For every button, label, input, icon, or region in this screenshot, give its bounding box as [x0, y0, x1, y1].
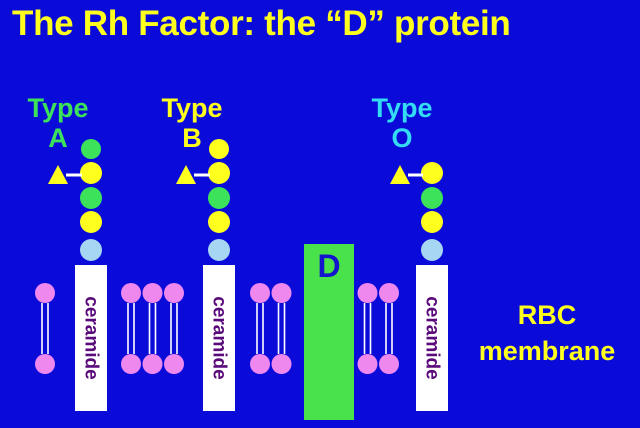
ceramide-anchor-a: ceramide	[75, 265, 107, 411]
lipid-head	[142, 283, 163, 303]
lipid-head	[379, 283, 399, 303]
ceramide-anchor-b: ceramide	[203, 265, 235, 411]
page-title: The Rh Factor: the “D” protein	[12, 4, 511, 43]
type-a-label: Type A	[3, 93, 113, 153]
membrane-label-line-2: membrane	[478, 336, 616, 366]
lipid-head	[164, 283, 184, 303]
lipid-head	[250, 283, 270, 303]
ceramide-label-b: ceramide	[209, 296, 230, 379]
lipid-tails	[41, 303, 393, 354]
lipid-head	[142, 354, 163, 374]
lipid-head	[271, 283, 292, 303]
lipid-head	[379, 354, 399, 374]
lipid-head	[250, 354, 270, 374]
triangle-sugar-icon	[390, 165, 410, 184]
rh-d-protein: D	[304, 244, 354, 420]
glycan-chain-b	[176, 139, 230, 261]
glycan-chain-o	[390, 162, 443, 261]
ceramide-anchor-o: ceramide	[416, 265, 448, 411]
d-protein-label: D	[317, 248, 340, 284]
type-a-word: Type	[27, 93, 89, 123]
triangle-sugar-icon	[48, 165, 68, 184]
lipid-head	[357, 283, 378, 303]
lipid-head	[121, 283, 141, 303]
lipid-head	[35, 354, 55, 374]
type-b-label: Type B	[137, 93, 247, 153]
type-a-letter: A	[48, 123, 68, 153]
type-o-letter: O	[391, 123, 413, 153]
lipid-head	[271, 354, 292, 374]
ceramide-label-o: ceramide	[422, 296, 443, 379]
type-o-word: Type	[371, 93, 433, 123]
lipid-head	[357, 354, 378, 374]
lipid-head	[164, 354, 184, 374]
lipid-heads	[35, 283, 399, 374]
membrane-label-line-1: RBC	[517, 300, 577, 330]
triangle-sugar-icon	[176, 165, 196, 184]
type-b-word: Type	[161, 93, 223, 123]
lipid-head	[35, 283, 55, 303]
ceramide-label-a: ceramide	[81, 296, 102, 379]
type-o-label: Type O	[347, 93, 457, 153]
glycan-chain-a	[48, 139, 102, 261]
lipid-head	[121, 354, 141, 374]
type-b-letter: B	[182, 123, 202, 153]
